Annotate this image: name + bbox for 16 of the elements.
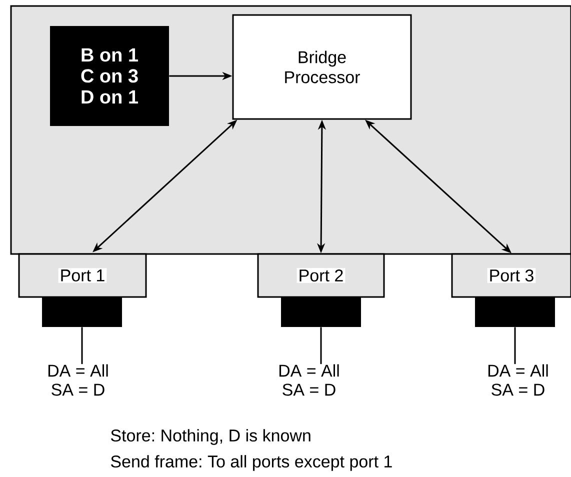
frame-text: DA = All SA = D — [488, 364, 548, 396]
connector-block — [281, 297, 361, 327]
note-text: Send frame: To all ports except port 1 — [110, 455, 392, 471]
connector-block — [42, 297, 122, 327]
port-box: Port 1 — [18, 253, 147, 298]
port-box: Port 2 — [257, 253, 385, 298]
cable-line — [81, 327, 83, 364]
connector-block — [475, 297, 555, 327]
address-table: B on 1 C on 3 D on 1 — [50, 26, 169, 126]
cable-line — [320, 327, 322, 364]
frame-text: DA = All SA = D — [48, 364, 108, 396]
port-box: Port 3 — [451, 253, 571, 298]
frame-text: DA = All SA = D — [279, 364, 339, 396]
processor-box: Bridge Processor — [232, 14, 412, 120]
note-text: Store: Nothing, D is known — [110, 429, 310, 445]
cable-line — [514, 327, 516, 364]
